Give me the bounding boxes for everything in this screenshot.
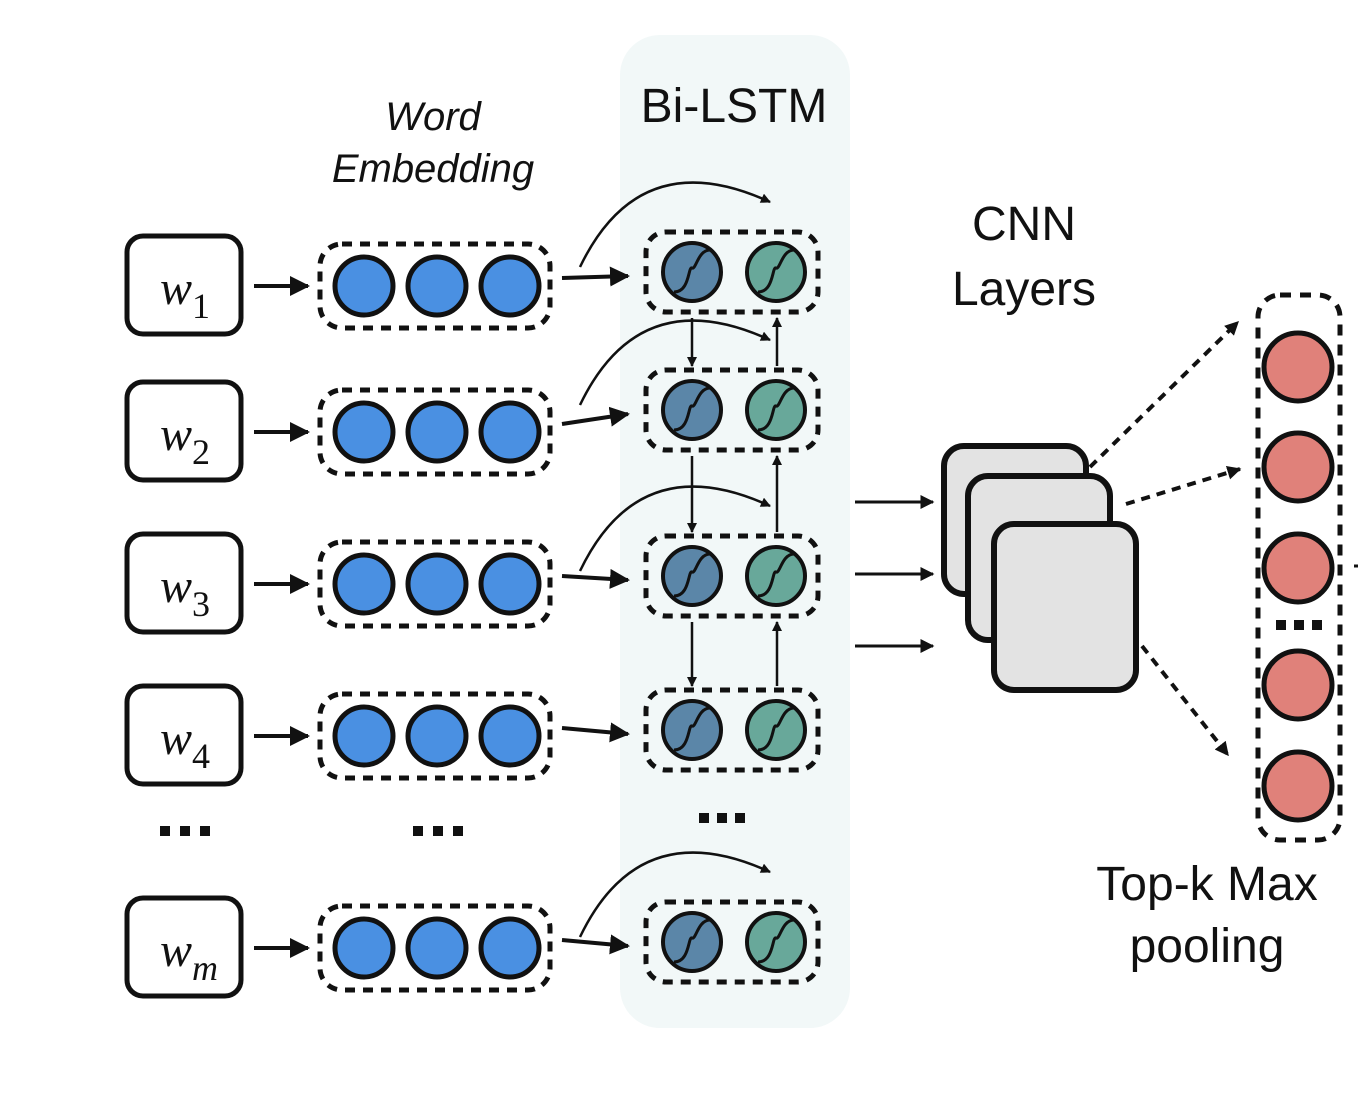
embedding-vector	[317, 539, 553, 629]
embedding-to-lstm-arrow	[561, 406, 630, 427]
embedding-vector	[317, 903, 553, 993]
embedding-node	[405, 552, 469, 616]
lstm-forward-cell	[661, 241, 723, 303]
embedding-vector	[317, 241, 553, 331]
embedding-node	[332, 552, 396, 616]
sigmoid-icon	[673, 706, 711, 752]
lstm-forward-cell	[661, 911, 723, 973]
pooling-layer	[1255, 292, 1358, 843]
pooling-node	[1261, 430, 1335, 504]
lstm-forward-cell	[661, 699, 723, 761]
sigmoid-icon	[757, 386, 795, 432]
bilstm-recurrent-arrows	[687, 317, 782, 687]
sequence-row: wm	[124, 851, 821, 999]
lstm-ellipsis	[699, 813, 745, 823]
sigmoid-icon	[757, 918, 795, 964]
word-token-box: w4	[124, 683, 244, 787]
word-token-box: w1	[124, 233, 244, 337]
pooling-node	[1261, 648, 1335, 722]
word-token-box: wm	[124, 895, 244, 999]
embedding-node	[405, 254, 469, 318]
bilstm-step	[643, 899, 821, 985]
embedding-node	[332, 400, 396, 464]
embedding-node	[478, 254, 542, 318]
sequence-rows: w1 w2 w3 w4 wm	[124, 181, 821, 999]
pooling-ellipsis	[1276, 620, 1322, 630]
embedding-ellipsis	[413, 826, 463, 836]
bilstm-panel	[620, 35, 850, 1028]
bilstm-step	[643, 229, 821, 315]
bilstm-step	[643, 687, 821, 773]
pooling-node	[1261, 531, 1335, 605]
word-ellipsis	[160, 826, 210, 836]
embedding-node	[478, 400, 542, 464]
pooling-label-line2: pooling	[1130, 920, 1285, 973]
pooling-node	[1261, 749, 1335, 823]
lstm-forward-cell	[661, 379, 723, 441]
sigmoid-icon	[673, 918, 711, 964]
skip-connection-arrow	[578, 485, 771, 572]
sigmoid-icon	[757, 248, 795, 294]
lstm-backward-cell	[745, 911, 807, 973]
skip-connection-arrow	[578, 319, 771, 406]
embedding-vector	[317, 691, 553, 781]
embedding-to-lstm-arrow	[561, 568, 630, 589]
cnn-label-line2: Layers	[952, 263, 1096, 316]
cnn-to-pooling-arrows	[1088, 320, 1242, 757]
bilstm-step	[643, 533, 821, 619]
sigmoid-icon	[757, 706, 795, 752]
pooling-label-line1: Top-k Max	[1096, 858, 1317, 911]
lstm-backward-cell	[745, 699, 807, 761]
sigmoid-icon	[673, 248, 711, 294]
sequence-row: w4	[124, 683, 821, 787]
word-token-box: w2	[124, 379, 244, 483]
embedding-node	[332, 254, 396, 318]
embedding-node	[405, 916, 469, 980]
sigmoid-icon	[673, 386, 711, 432]
embedding-node	[478, 916, 542, 980]
lstm-to-cnn-arrows	[855, 495, 935, 653]
sequence-row: w3	[124, 485, 821, 635]
sequence-row: w1	[124, 181, 821, 337]
embedding-to-lstm-arrow	[561, 722, 630, 743]
bilstm-label: Bi-LSTM	[641, 80, 828, 133]
embedding-vector	[317, 387, 553, 477]
embedding-node	[405, 704, 469, 768]
lstm-forward-cell	[661, 545, 723, 607]
cnn-feature-maps	[941, 443, 1139, 693]
lstm-backward-cell	[745, 241, 807, 303]
cnn-label-line1: CNN	[972, 198, 1076, 251]
sequence-row: w2	[124, 319, 821, 483]
embedding-node	[332, 916, 396, 980]
skip-connection-arrow	[578, 181, 771, 268]
lstm-backward-cell	[745, 545, 807, 607]
lstm-backward-cell	[745, 379, 807, 441]
bilstm-step	[643, 367, 821, 453]
sigmoid-icon	[757, 552, 795, 598]
word-embedding-label-line2: Embedding	[332, 147, 534, 191]
embedding-to-lstm-arrow	[561, 266, 630, 287]
skip-connection-arrow	[578, 851, 771, 938]
embedding-node	[478, 552, 542, 616]
sigmoid-icon	[673, 552, 711, 598]
pooling-node	[1261, 330, 1335, 404]
embedding-node	[405, 400, 469, 464]
cnn-feature-map	[991, 521, 1139, 693]
word-embedding-label-line1: Word	[385, 95, 482, 139]
embedding-to-lstm-arrow	[561, 934, 630, 955]
embedding-node	[332, 704, 396, 768]
embedding-node	[478, 704, 542, 768]
word-token-box: w3	[124, 531, 244, 635]
